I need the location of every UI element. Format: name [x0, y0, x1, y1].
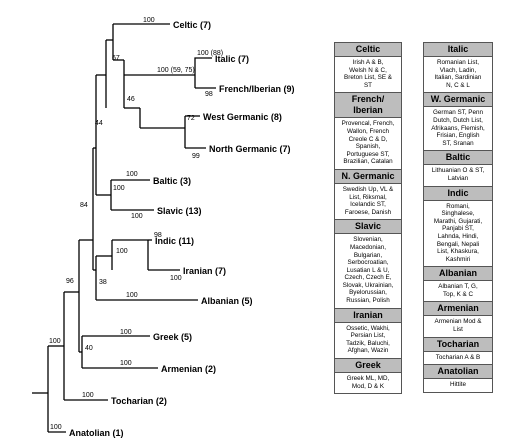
group-tocharian: Tocharian Tocharian A & B: [424, 336, 492, 365]
group-header: Albanian: [424, 266, 492, 282]
support-western-clade: 44: [95, 120, 103, 127]
taxon-north-germanic: North Germanic (7): [209, 144, 291, 154]
support-slavic: 100: [131, 213, 143, 220]
group-header: Armenian: [424, 301, 492, 317]
support-upper-clade: 84: [80, 202, 88, 209]
support-westgermanic: 72: [187, 115, 195, 122]
group-italic: Italic Romanian List, Vlach, Ladin, Ital…: [424, 43, 492, 92]
support-northgermanic: 99: [192, 153, 200, 160]
taxon-west-germanic: West Germanic (8): [203, 112, 282, 122]
taxon-labels: Celtic (7) Italic (7) French/Iberian (9)…: [69, 20, 295, 438]
support-albanian: 100: [126, 292, 138, 299]
group-celtic: Celtic Irish A & B, Welsh N & C, Breton …: [335, 43, 401, 92]
group-languages: Lithuanian O & ST, Latvian: [431, 167, 485, 182]
group-header: Italic: [424, 43, 492, 57]
group-header: W. Germanic: [424, 92, 492, 108]
group-languages: Slovenian, Macedonian, Bulgarian, Serboc…: [342, 236, 394, 305]
group-languages: Greek ML, MD, Mod, D & K: [346, 375, 390, 390]
group-languages: Provencal, French, Wallon, French Creole…: [341, 120, 395, 166]
support-celtic: 100: [143, 17, 155, 24]
support-tocharian-clade: 100: [49, 338, 61, 345]
taxon-celtic: Celtic (7): [173, 20, 211, 30]
support-big-clade: 96: [66, 278, 74, 285]
group-header: Indic: [424, 185, 492, 201]
group-header: Slavic: [335, 219, 401, 235]
group-iranian: Iranian Ossetic, Wakhi, Persian List, Ta…: [335, 307, 401, 358]
group-header: Tocharian: [424, 336, 492, 352]
support-armenian: 100: [120, 360, 132, 367]
group-languages: Irish A & B, Welsh N & C, Breton List, S…: [344, 59, 392, 89]
taxon-armenian: Armenian (2): [161, 364, 216, 374]
support-tocharian: 100: [82, 392, 94, 399]
group-languages: Swedish Up, VL & List, Riksmal, Icelandi…: [342, 185, 394, 216]
group-slavic: Slavic Slovenian, Macedonian, Bulgarian,…: [335, 219, 401, 307]
support-iranian: 100: [170, 275, 182, 282]
taxon-anatolian: Anatolian (1): [69, 428, 124, 438]
support-balto-slavic: 100: [113, 185, 125, 192]
taxon-italic: Italic (7): [215, 54, 249, 64]
group-anatolian: Anatolian Hittite: [424, 364, 492, 392]
group-languages: Albanian T, G, Top, K & C: [438, 283, 478, 298]
taxon-greek: Greek (5): [153, 332, 192, 342]
support-indo-iranian: 100: [116, 248, 128, 255]
taxon-tocharian: Tocharian (2): [111, 396, 167, 406]
group-indic: Indic Romani, Singhalese, Marathi, Gujar…: [424, 185, 492, 267]
group-languages: Ossetic, Wakhi, Persian List, Tadzik, Ba…: [346, 324, 390, 355]
taxon-french-iberian: French/Iberian (9): [219, 84, 295, 94]
group-header: Iranian: [335, 307, 401, 323]
group-west-germanic: W. Germanic German ST, Penn Dutch, Dutch…: [424, 92, 492, 150]
support-values: 100 67 100 (59, 75) 100 (88) 98 46 72 99…: [49, 17, 223, 431]
group-header: French/ Iberian: [335, 92, 401, 119]
group-albanian: Albanian Albanian T, G, Top, K & C: [424, 266, 492, 301]
support-anatolian: 100: [50, 424, 62, 431]
group-languages: Tocharian A & B: [435, 353, 481, 361]
support-albanian-clade: 38: [99, 279, 107, 286]
group-header: N. Germanic: [335, 168, 401, 184]
taxon-albanian: Albanian (5): [201, 296, 253, 306]
group-languages: Hittite: [449, 381, 467, 389]
group-languages: German ST, Penn Dutch, Dutch List, Afrik…: [431, 109, 485, 147]
group-header: Anatolian: [424, 364, 492, 380]
group-languages: Romanian List, Vlach, Ladin, Italian, Sa…: [434, 59, 482, 89]
group-header: Baltic: [424, 150, 492, 166]
support-celtic-italic: 67: [112, 55, 120, 62]
support-greek: 100: [120, 329, 132, 336]
group-armenian: Armenian Armenian Mod & List: [424, 301, 492, 336]
group-header: Greek: [335, 358, 401, 374]
taxon-indic: Indic (11): [155, 236, 194, 246]
tree-branches: [32, 23, 216, 433]
support-italic: 100 (88): [197, 50, 223, 57]
support-indic: 98: [154, 232, 162, 239]
taxon-baltic: Baltic (3): [153, 176, 191, 186]
support-french: 98: [205, 91, 213, 98]
group-greek: Greek Greek ML, MD, Mod, D & K: [335, 358, 401, 393]
group-header: Celtic: [335, 43, 401, 57]
support-italic-french: 100 (59, 75): [157, 67, 195, 74]
group-languages: Armenian Mod & List: [434, 318, 482, 334]
group-north-germanic: N. Germanic Swedish Up, VL & List, Riksm…: [335, 168, 401, 219]
phylogenetic-tree: 100 67 100 (59, 75) 100 (88) 98 46 72 99…: [32, 17, 295, 438]
language-groups-right-column: Italic Romanian List, Vlach, Ladin, Ital…: [423, 42, 493, 393]
group-french-iberian: French/ Iberian Provencal, French, Wallo…: [335, 92, 401, 169]
support-greek-armenian: 40: [85, 345, 93, 352]
taxon-slavic: Slavic (13): [157, 206, 202, 216]
italic-stem: [194, 57, 208, 75]
support-germanic-split: 46: [127, 96, 135, 103]
support-baltic: 100: [126, 171, 138, 178]
group-languages: Romani, Singhalese, Marathi, Gujarati, P…: [433, 202, 483, 263]
group-baltic: Baltic Lithuanian O & ST, Latvian: [424, 150, 492, 185]
language-groups-left-column: Celtic Irish A & B, Welsh N & C, Breton …: [334, 42, 402, 395]
taxon-iranian: Iranian (7): [183, 266, 226, 276]
